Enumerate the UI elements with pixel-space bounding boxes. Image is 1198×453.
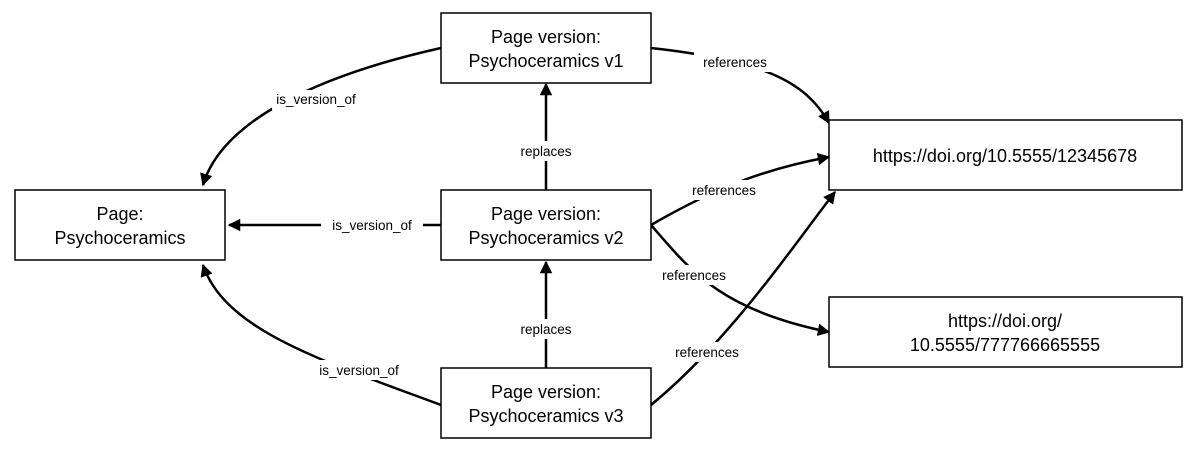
edge-label-text: references [692, 183, 756, 198]
edge-label-text: is_version_of [332, 218, 412, 233]
edge-line [650, 46, 831, 125]
edge-line [650, 224, 831, 336]
edge-label: replaces [511, 319, 581, 339]
edge-label: references [666, 342, 748, 362]
edge-label: references [683, 180, 765, 200]
node-doi-777766665555[interactable]: https://doi.org/ 10.5555/777766665555 [828, 296, 1183, 368]
edge-v1-is-version-of-page: is_version_of [200, 46, 442, 187]
node-line-2: Psychoceramics [54, 228, 185, 248]
node-line-1: Page version: [491, 382, 601, 402]
edge-label-text: is_version_of [276, 92, 356, 107]
node-line-1: https://doi.org/ [948, 311, 1062, 331]
node-line-1: https://doi.org/10.5555/12345678 [873, 146, 1137, 166]
edge-label: references [694, 52, 776, 72]
edge-line [650, 191, 836, 406]
edge-line [200, 46, 442, 187]
edge-label-text: references [662, 268, 726, 283]
node-line-2: 10.5555/777766665555 [910, 335, 1100, 355]
edge-v2-references-doi1: references [650, 152, 831, 227]
edge-v2-is-version-of-page: is_version_of [227, 215, 441, 235]
node-doi-12345678[interactable]: https://doi.org/10.5555/12345678 [828, 119, 1183, 191]
edge-label: is_version_of [321, 215, 423, 235]
edge-label-text: is_version_of [319, 363, 399, 378]
edge-v2-references-doi2: references [650, 224, 831, 336]
edge-v3-replaces-v2: replaces [511, 260, 581, 368]
node-page-version-v2[interactable]: Page version: Psychoceramics v2 [440, 189, 652, 261]
edge-label-text: replaces [520, 144, 571, 159]
node-line-1: Page version: [491, 204, 601, 224]
node-line-2: Psychoceramics v2 [468, 228, 623, 248]
node-line-1: Page: [96, 204, 143, 224]
node-page-psychoceramics[interactable]: Page: Psychoceramics [14, 189, 226, 261]
edge-label: is_version_of [272, 90, 360, 110]
node-line-2: Psychoceramics v3 [468, 406, 623, 426]
node-page-version-v3[interactable]: Page version: Psychoceramics v3 [440, 367, 652, 439]
node-line-1: Page version: [491, 27, 601, 47]
node-line-2: Psychoceramics v1 [468, 51, 623, 71]
edge-v2-replaces-v1: replaces [511, 82, 581, 190]
edge-label: is_version_of [308, 360, 410, 380]
edge-label-text: references [703, 55, 767, 70]
edge-label-text: references [675, 345, 739, 360]
edge-v3-references-doi1: references [650, 191, 836, 406]
edge-label: replaces [511, 141, 581, 161]
node-page-version-v1[interactable]: Page version: Psychoceramics v1 [440, 12, 652, 84]
edge-v1-references-doi1: references [650, 46, 831, 125]
edge-label-text: replaces [520, 322, 571, 337]
edge-label: references [653, 265, 735, 285]
edge-line [200, 263, 442, 407]
edge-v3-is-version-of-page: is_version_of [200, 263, 442, 407]
